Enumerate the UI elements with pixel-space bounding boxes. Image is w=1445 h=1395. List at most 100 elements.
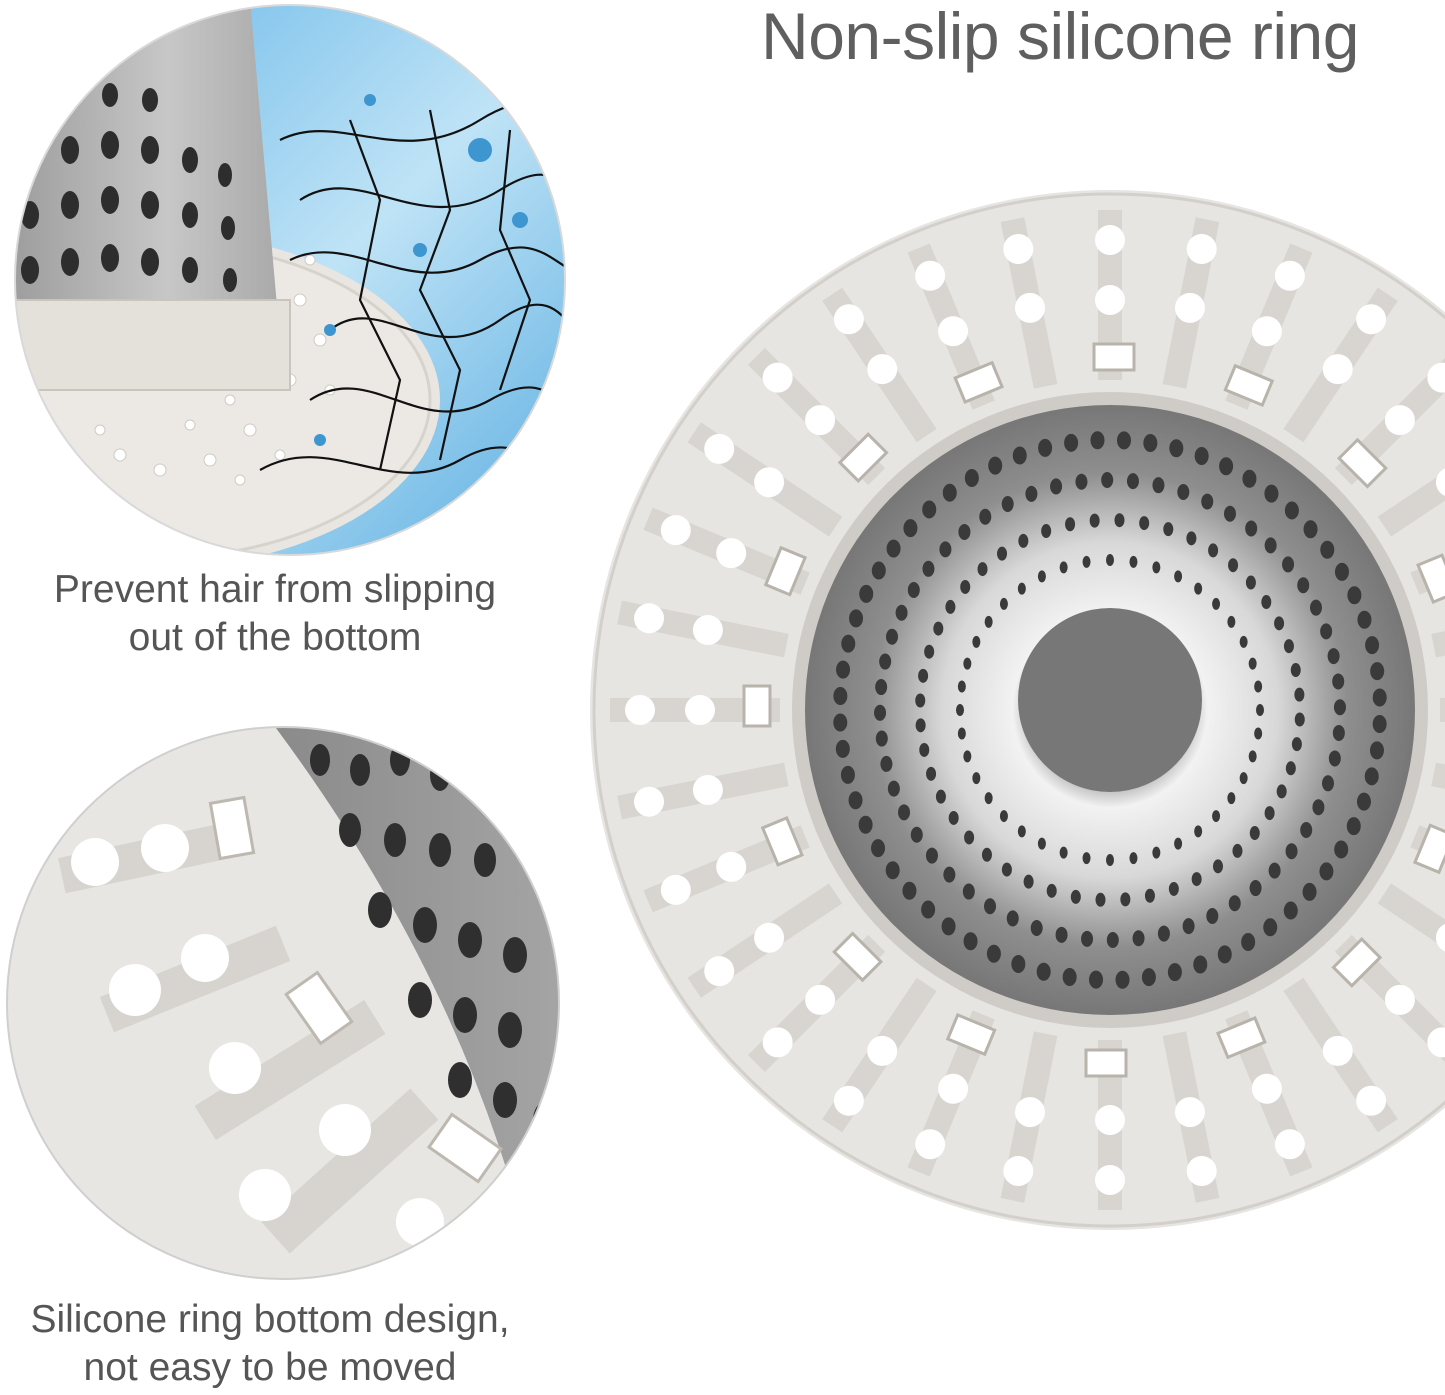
basket-hole [1167,963,1182,982]
ring-hole [1274,1129,1305,1160]
headline: Non-slip silicone ring [761,0,1359,73]
basket-hole [933,621,944,636]
basket-hole [1319,862,1334,881]
basket-hole [1011,954,1026,973]
basket-hole [1037,837,1046,850]
ring-bottom-detail-image [6,726,560,1280]
basket-hole [895,604,908,621]
ring-hole [1435,923,1445,952]
basket-hole [1302,882,1317,901]
basket-hole [1163,522,1174,537]
basket-hole [1249,826,1260,841]
basket-hole [1370,662,1385,681]
basket-hole [1332,673,1345,690]
basket-hole [1291,737,1302,752]
basket-hole [1193,955,1208,974]
basket-hole [964,469,979,488]
basket-hole [879,653,892,670]
basket-hole [972,772,981,785]
basket-hole [835,739,850,758]
basket-hole [979,508,992,525]
basket-hole [1101,472,1114,489]
basket-hole [1264,806,1275,821]
basket-hole [918,668,929,683]
basket-hole [1245,520,1258,537]
basket-hole [833,687,848,706]
caption-hair: Prevent hair from slipping out of the bo… [10,566,540,662]
basket-hole [1152,846,1161,859]
basket-hole [1256,704,1264,716]
ring-slot [763,545,808,597]
ring-slot [1223,363,1275,408]
basket-hole [1372,714,1387,733]
basket-hole [1046,883,1057,898]
ring-hole [1003,234,1034,265]
basket-hole [1320,540,1335,559]
basket-hole [1194,582,1203,595]
basket-hole [1268,862,1281,879]
basket-hole [1297,577,1310,594]
basket-hole [1334,562,1349,581]
ring-hole [867,354,898,385]
basket-hole [997,546,1008,561]
basket-hole [1300,821,1313,838]
ring-hole [833,304,864,335]
ring-hole [685,695,715,725]
basket-hole [922,560,935,577]
basket-hole [1030,920,1043,937]
basket-hole [924,644,935,659]
basket-hole [1106,931,1119,948]
basket-hole [1075,473,1088,490]
caption-bottom: Silicone ring bottom design, not easy to… [0,1296,540,1392]
basket-hole [922,500,937,519]
basket-hole [919,742,930,757]
ring-hole [634,603,665,634]
basket-hole [1129,852,1138,865]
basket-hole [1276,784,1287,799]
basket-hole [1065,517,1076,532]
basket-hole [1245,575,1256,590]
ring-hole [1095,1105,1125,1135]
basket-hole [1282,556,1295,573]
basket-hole [1239,635,1248,648]
basket-hole [887,780,900,797]
basket-hole [1254,680,1263,693]
basket-hole [1249,880,1262,897]
basket-hole [1025,485,1038,502]
basket-hole [1037,570,1046,583]
basket-hole [1227,615,1236,628]
basket-hole [1169,439,1184,458]
basket-hole [1312,799,1325,816]
ring-slot [742,684,772,728]
ring-hole [1384,405,1415,436]
basket-hole [1116,431,1131,450]
basket-hole [1242,469,1257,488]
basket-hole [1001,862,1012,877]
basket-hole [848,791,863,810]
basket-hole [1070,889,1081,904]
basket-hole [1132,930,1145,947]
basket-hole [871,839,886,858]
basket-hole [984,615,993,628]
basket-hole [948,810,959,825]
basket-hole [939,541,952,558]
basket-hole [1294,712,1305,727]
basket-hole [1294,687,1305,702]
basket-hole [981,847,992,862]
basket-hole [957,727,966,740]
ring-hole [704,433,735,464]
basket-hole [1023,874,1034,889]
basket-hole [836,660,851,679]
ring-hole [1095,225,1125,255]
basket-hole [1320,623,1333,640]
basket-hole [1212,859,1223,874]
basket-hole [962,883,975,900]
basket-hole [1261,595,1272,610]
spoke [1377,883,1445,998]
ring-slot [1215,1016,1267,1060]
ring-hole [1427,362,1445,393]
ring-hole [1274,260,1305,291]
ring-slot [760,815,804,867]
hair-catch-detail-image [14,4,566,556]
ring-slot [1412,823,1445,875]
